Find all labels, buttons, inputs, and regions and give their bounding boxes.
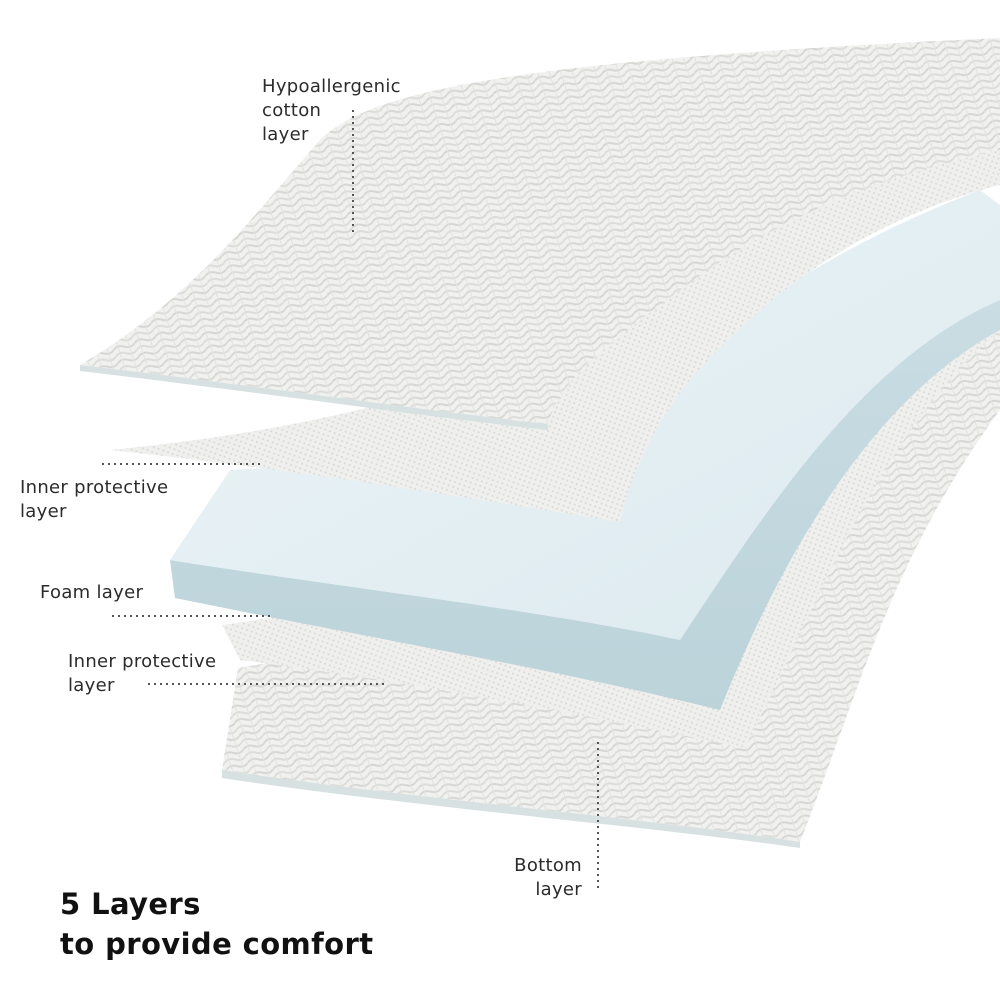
bottom-layer-edge <box>222 770 800 848</box>
label-inner-protective-layer-top: Inner protective layer <box>20 477 169 522</box>
inner-protective-upper-layer <box>110 140 1000 522</box>
headline-line-2: to provide comfort <box>60 927 374 961</box>
label-inner-protective-layer-bottom: Inner protective layer <box>68 651 217 696</box>
foam-layer-side <box>170 300 1000 710</box>
label-hypoallergenic-cotton-layer: Hypoallergenic cotton layer <box>262 76 401 145</box>
label-bottom-layer: Bottom layer <box>514 855 582 900</box>
hypoallergenic-cotton-layer-edge <box>80 365 548 430</box>
headline-line-1: 5 Layers <box>60 887 201 921</box>
headline: 5 Layers to provide comfort <box>60 884 373 964</box>
hypoallergenic-cotton-layer <box>80 38 1000 424</box>
label-foam-layer: Foam layer <box>40 582 144 603</box>
